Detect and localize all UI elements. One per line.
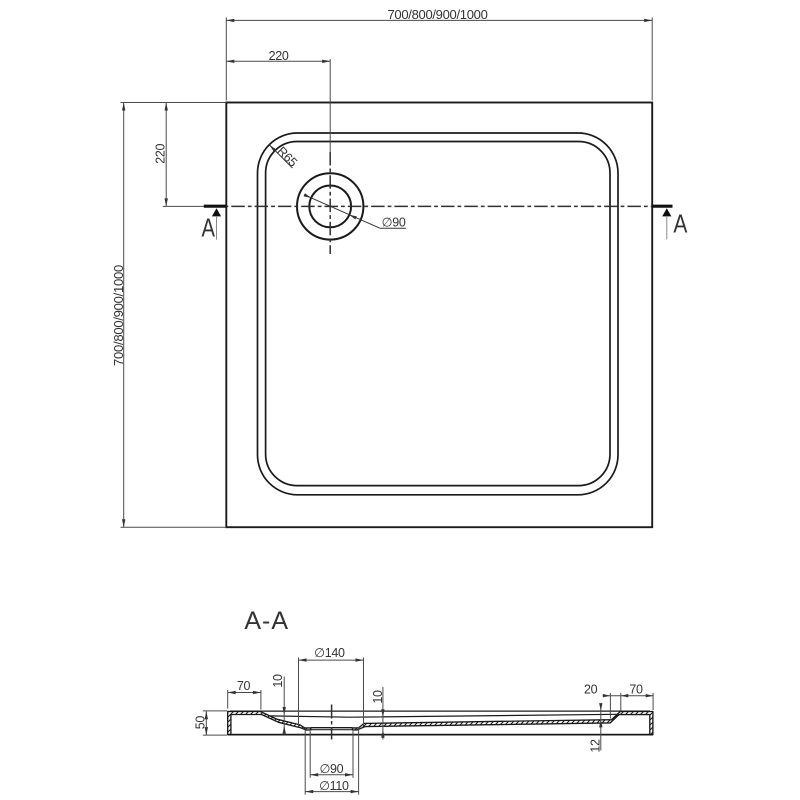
svg-text:220: 220 (154, 143, 168, 163)
svg-text:220: 220 (269, 49, 289, 63)
svg-text:12: 12 (589, 739, 603, 753)
svg-text:700/800/900/1000: 700/800/900/1000 (388, 8, 488, 22)
svg-text:∅90: ∅90 (319, 762, 343, 776)
svg-text:A-A: A-A (244, 607, 289, 635)
svg-text:A: A (202, 213, 216, 243)
svg-text:10: 10 (371, 690, 385, 704)
svg-text:∅110: ∅110 (319, 779, 349, 793)
svg-text:A: A (673, 208, 688, 238)
svg-text:50: 50 (194, 716, 208, 730)
svg-text:70: 70 (629, 683, 643, 697)
svg-text:700/800/900/1000: 700/800/900/1000 (112, 265, 126, 366)
svg-text:20: 20 (584, 683, 598, 697)
svg-text:70: 70 (237, 679, 251, 693)
svg-text:∅90: ∅90 (382, 215, 406, 229)
svg-text:∅140: ∅140 (314, 646, 345, 660)
svg-text:10: 10 (271, 674, 285, 688)
